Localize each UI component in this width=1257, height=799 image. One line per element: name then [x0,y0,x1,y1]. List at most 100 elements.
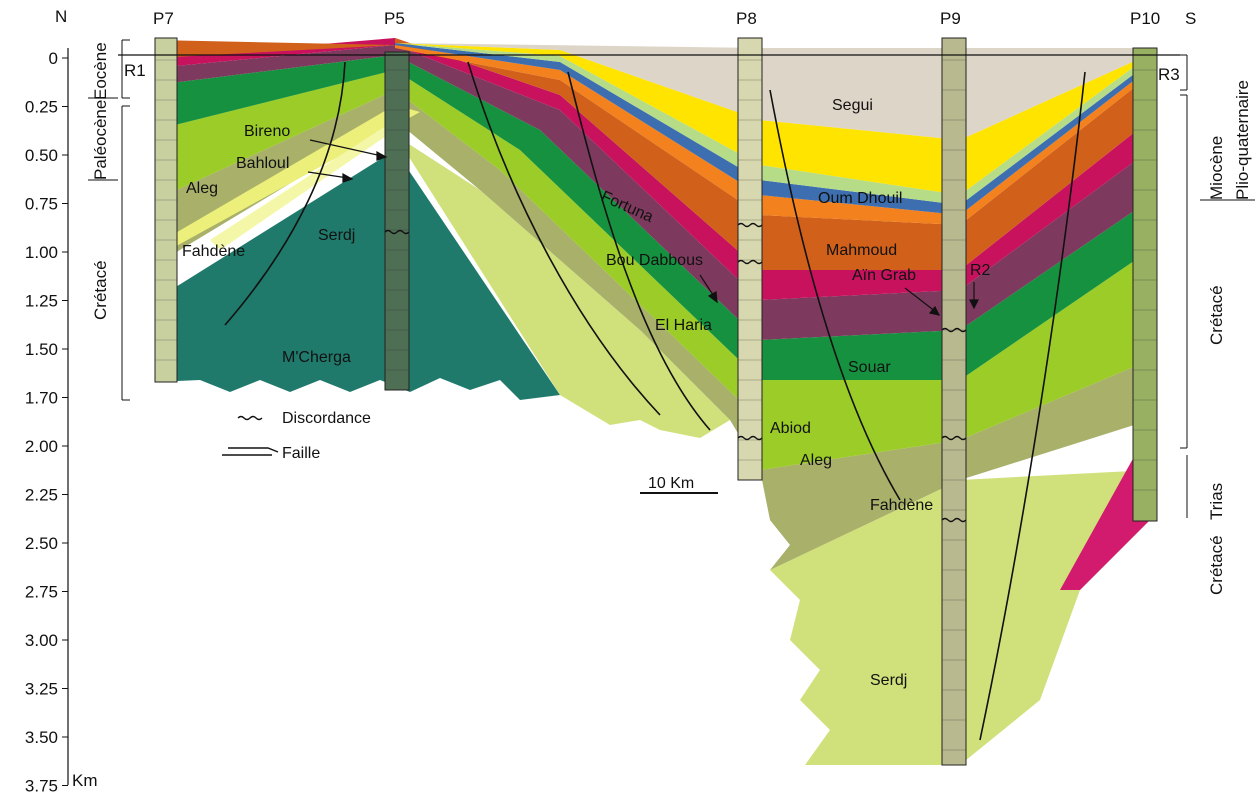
depth-tick-label: 3.00 [25,631,58,650]
faults [224,61,1086,741]
well-p8 [737,37,763,481]
depth-tick-label: 0.50 [25,146,58,165]
well-hatching [155,59,1157,751]
label-r2: R2 [970,262,991,279]
fault-1 [224,61,346,326]
r1-label: R1 [124,61,146,80]
label-el-haria: El Haria [655,317,712,334]
scale-label: 10 Km [648,475,694,492]
depth-unit: Km [72,771,98,790]
label-bou-dabbous: Bou Dabbous [606,252,703,269]
well-label-p5: P5 [384,9,405,28]
abiod-layer [155,55,1150,380]
fault-3 [567,71,711,431]
eocene-top-layer [155,40,395,58]
right-stratigraphy: R3 Miocène Plio-quaternaire Crétacé Tria… [1158,54,1255,595]
legend-discordance: Discordance [282,410,371,427]
left-stratigraphy: R1 Eocène Paléocène Crétacé [88,39,146,401]
depth-axis: N 0 0.25 0.50 0.75 1.00 1.25 1.50 1.70 2.00 2.25 2… [25,7,98,796]
north-label: N [55,7,67,26]
label-segui: Segui [832,97,873,114]
well-discordances [384,222,967,523]
legend-faille: Faille [282,445,320,462]
well-labels: P7 P5 P8 P9 P10 S [153,9,1196,28]
legend: Discordance Faille 10 Km [222,410,718,494]
depth-tick-label: 3.25 [25,680,58,699]
depth-tick-label: 1.25 [25,292,58,311]
mahmoud-layer [395,43,1150,205]
souar-layer [395,38,1150,270]
label-bireno: Bireno [244,123,290,140]
fault-4 [769,89,901,501]
bahloul-arrowhead [342,172,354,183]
well-p7 [154,37,178,383]
serdj-left-layer [395,135,730,438]
cretace-lower-label: Crétacé [1207,535,1226,595]
depth-tick-label: 3.50 [25,728,58,747]
depth-tick-label: 1.70 [25,389,58,408]
label-aleg-left: Aleg [186,180,218,197]
depth-tick-label: 3.75 [25,777,58,796]
well-p10 [1132,47,1158,522]
south-label: S [1185,9,1196,28]
label-fahdene-left: Fahdène [182,243,245,260]
paleocene-label: Paléocène [91,100,110,180]
wells [154,37,1158,766]
well-label-p7: P7 [153,9,174,28]
label-ain-grab: Aïn Grab [852,267,916,284]
r2-arrowhead [969,299,979,310]
trias-right-layer [1060,450,1150,590]
bou-dabbous-arrowhead [707,291,718,304]
label-mahmoud: Mahmoud [826,242,897,259]
depth-tick-label: 2.25 [25,486,58,505]
label-serdj-center: Serdj [870,672,907,689]
depth-tick-label: 2.50 [25,534,58,553]
bahloul-arrow [307,171,349,179]
cretace-left-label: Crétacé [91,260,110,320]
label-fahdene-center: Fahdène [870,497,933,514]
faille-symbol [222,447,279,456]
well-label-p8: P8 [736,9,757,28]
discordance-symbol [237,415,263,421]
label-abiod: Abiod [770,420,811,437]
layers [155,38,1150,765]
well-label-p10: P10 [1130,9,1160,28]
mcherga-layer [155,150,560,400]
cretace-right-bracket [1180,94,1188,449]
label-souar: Souar [848,359,891,376]
r3-bracket [1180,54,1188,91]
well-p5 [384,51,410,391]
depth-tick-label: 2.00 [25,437,58,456]
bireno-layer [210,120,395,250]
depth-tick-label: 0 [49,49,58,68]
ain-grab-arrowhead [928,305,941,316]
fortuna-layer [395,45,1150,225]
cretace-right-label: Crétacé [1207,285,1226,345]
eocene-label: Eocène [91,42,110,100]
well-p9 [941,37,967,766]
bireno-arrowhead [376,150,388,161]
plio-quaternaire-label: Plio-quaternaire [1233,80,1252,200]
label-mcherga: M'Cherga [282,349,351,366]
trias-label: Trias [1207,483,1226,520]
fault-5 [979,71,1086,741]
depth-tick-label: 1.50 [25,340,58,359]
depth-tick-label: 0.25 [25,98,58,117]
depth-ticks: 0 0.25 0.50 0.75 1.00 1.25 1.50 1.70 2.00 2.25 2.5… [25,49,68,796]
r3-label: R3 [1158,65,1180,84]
fahdene-left-layer [155,90,760,470]
r1-bracket [121,39,130,99]
pointer-arrows [307,139,979,316]
depth-tick-label: 1.00 [25,243,58,262]
bahloul-layer [155,105,420,255]
bireno-arrow [309,139,383,157]
depth-tick-label: 0.75 [25,195,58,214]
miocene-label: Miocène [1207,136,1226,200]
label-oum-dhouil: Oum Dhouil [818,190,902,207]
ain-grab-arrow [904,287,937,313]
depth-tick-label: 2.75 [25,583,58,602]
fault-2 [467,61,661,416]
label-bahloul: Bahloul [236,155,289,172]
cretace-left-bracket [121,105,130,401]
